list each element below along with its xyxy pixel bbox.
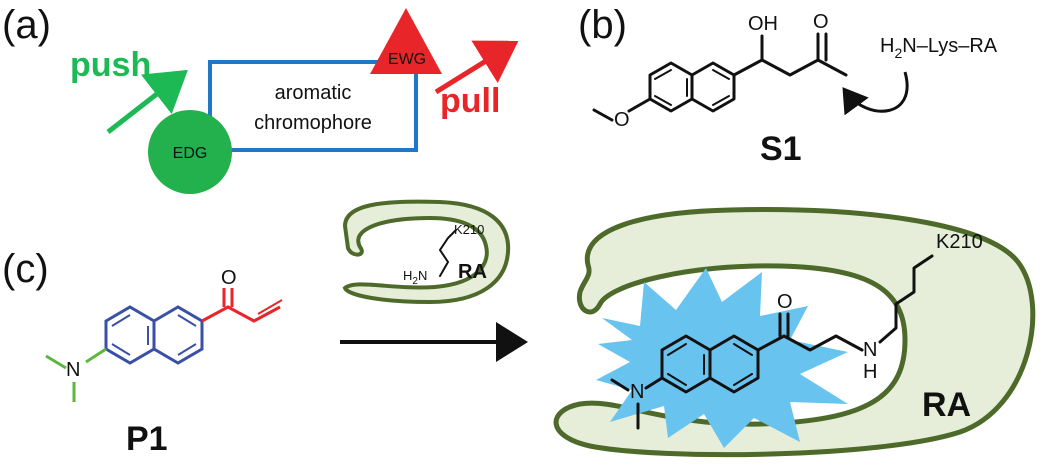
- big-ra: RA: [922, 386, 971, 424]
- s1-carbonyl-o: O: [813, 11, 829, 33]
- s1-naphthalene: [648, 61, 736, 113]
- chromophore-label-line2: chromophore: [254, 112, 372, 134]
- pull-label: pull: [440, 82, 500, 120]
- push-label: push: [70, 46, 151, 84]
- compound-label-p1: P1: [126, 420, 168, 458]
- panel-label-a: (a): [2, 3, 51, 47]
- product-dimethyl-n: N: [630, 381, 644, 403]
- pull-arrow: [434, 40, 519, 95]
- ewg-label: EWG: [388, 51, 426, 68]
- product-nh-h: H: [863, 361, 877, 383]
- panel-a: (a) aromatic chromophore EDG EWG push pu…: [2, 3, 519, 194]
- methoxy-o: O: [614, 109, 630, 131]
- p1-nitrogen: N: [66, 359, 80, 381]
- product-nh-n: N: [863, 339, 877, 361]
- chromophore-label-line1: aromatic: [275, 82, 352, 104]
- panel-label-c: (c): [2, 247, 49, 291]
- h2n-lys-ra: H2N–Lys–RA: [880, 35, 998, 61]
- attack-arrow: [842, 71, 909, 116]
- panel-label-b: (b): [578, 3, 627, 47]
- p1-naphthalene: [104, 305, 204, 365]
- panel-c: (c) N O P1 K210 H2N RA: [2, 199, 1036, 458]
- panel-b: (b) O OH O S1 H2N–Lys–RA: [578, 3, 998, 168]
- p1-carbonyl-o: O: [221, 267, 237, 289]
- push-arrow: [106, 69, 188, 134]
- small-pocket: [342, 199, 511, 305]
- product-carbonyl-o: O: [777, 291, 793, 313]
- ewg-triangle: [370, 8, 442, 74]
- small-k210: K210: [454, 222, 484, 237]
- edg-label: EDG: [173, 145, 208, 162]
- edg-circle: [148, 110, 232, 194]
- chromophore-box: [208, 60, 418, 152]
- compound-label-s1: S1: [760, 130, 802, 168]
- big-k210: K210: [936, 231, 983, 253]
- small-h2n: H2N: [403, 268, 427, 287]
- s1-oh: OH: [748, 13, 778, 35]
- fluorescence-burst: [596, 268, 848, 448]
- small-ra: RA: [458, 261, 487, 283]
